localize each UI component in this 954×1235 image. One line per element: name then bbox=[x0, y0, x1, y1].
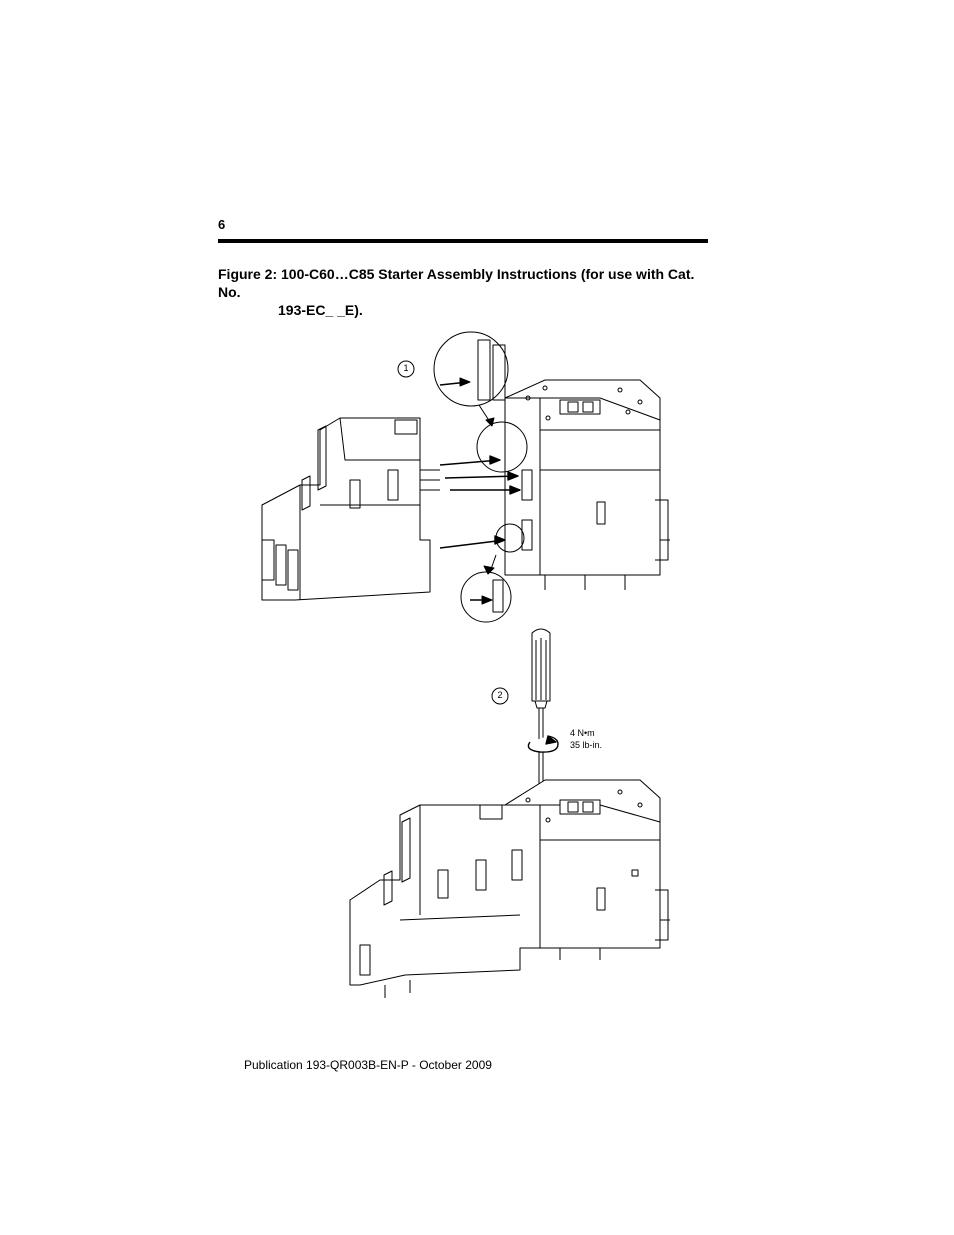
torque-nm: 4 N•m bbox=[570, 728, 595, 738]
assembled-starter bbox=[349, 779, 670, 998]
detail-circle-bottom bbox=[460, 523, 525, 623]
step-2-label: 2 bbox=[497, 690, 503, 700]
step-1-label: 1 bbox=[403, 363, 409, 373]
header-rule bbox=[218, 239, 708, 243]
publication-footer: Publication 193-QR003B-EN-P - October 20… bbox=[244, 1058, 492, 1072]
torque-arrow-icon bbox=[527, 735, 559, 753]
caption-line-2: 193-EC_ _E). bbox=[278, 302, 363, 318]
caption-line-1: Figure 2: 100-C60…C85 Starter Assembly I… bbox=[218, 266, 695, 300]
contactor-top bbox=[504, 379, 670, 590]
overload-relay-top bbox=[261, 417, 440, 601]
insertion-arrows bbox=[439, 455, 521, 549]
screwdriver bbox=[531, 628, 551, 800]
page-number: 6 bbox=[218, 217, 226, 232]
detail-circle-top bbox=[433, 331, 528, 473]
torque-lbin: 35 lb-in. bbox=[570, 740, 603, 750]
torque-spec: 4 N•m 35 lb-in. bbox=[570, 727, 602, 751]
figure-caption: Figure 2: 100-C60…C85 Starter Assembly I… bbox=[218, 265, 708, 319]
